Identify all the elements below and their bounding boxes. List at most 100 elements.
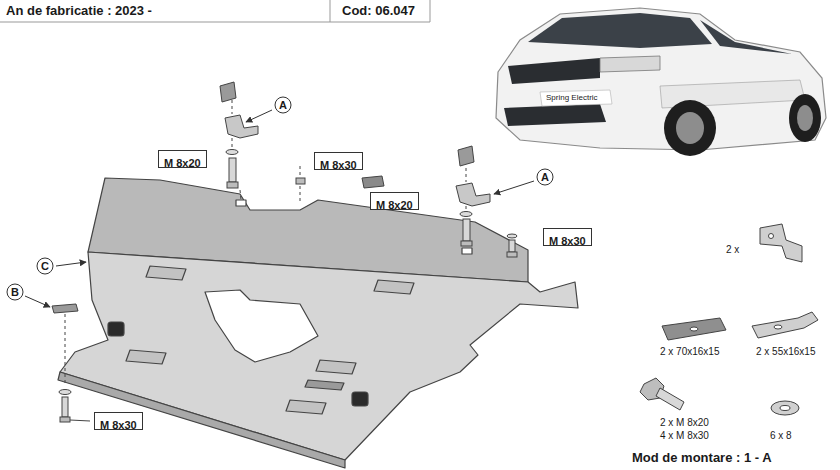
- bracket-assembly: [456, 146, 490, 246]
- plate-floor: [60, 252, 578, 460]
- assembly-line: [466, 206, 467, 211]
- plate-vent: [146, 266, 186, 280]
- bracket-part: [760, 224, 802, 262]
- assembly-line: [65, 314, 66, 386]
- assembly-line: [300, 166, 301, 176]
- part-label: 2 x: [726, 244, 739, 255]
- bolt-head: [461, 241, 472, 246]
- assembly-line: [300, 186, 301, 204]
- assembly-line: [232, 100, 233, 114]
- assembly-line: [240, 190, 241, 200]
- circle-shape: [7, 284, 23, 300]
- label-box: M 8x30: [94, 412, 143, 430]
- bolt-assembly: [507, 234, 517, 257]
- label-box: M 8x30: [543, 228, 592, 246]
- callout-letter: A: [541, 171, 549, 183]
- plate-front-lip: [58, 372, 345, 468]
- callout-letter: A: [279, 99, 287, 111]
- part-label: 2 x 55x16x15: [756, 346, 816, 357]
- bolt-head: [227, 182, 238, 188]
- car-rim: [797, 105, 813, 131]
- part-label: Spring Electric: [546, 93, 598, 102]
- part-label: Mod de montare : 1 - A: [632, 450, 772, 465]
- callout-letter: B: [11, 286, 19, 298]
- leader-arrow: [246, 110, 272, 122]
- washer: [507, 234, 517, 238]
- label-box: M 8x30: [314, 152, 363, 170]
- plate-vent: [286, 400, 326, 414]
- bolt-size: M 8x20: [164, 157, 201, 169]
- washer-part: [771, 401, 799, 415]
- car-side-window: [700, 20, 792, 54]
- callout-circle: B: [6, 283, 24, 301]
- callout-circle: A: [536, 168, 554, 186]
- plate-55-part: [752, 312, 818, 338]
- bracket-tab: [220, 82, 236, 102]
- leader-arrow: [25, 296, 50, 307]
- washer: [460, 212, 472, 217]
- bolt-size: M 8x30: [100, 419, 137, 431]
- car-wheel: [664, 100, 716, 156]
- bolt-head: [507, 252, 517, 257]
- bolt-shank: [62, 397, 68, 417]
- part-label: 6 x 8: [770, 430, 792, 441]
- car-badge-panel: [540, 90, 612, 106]
- bolt-shank: [229, 158, 236, 182]
- assembly-line: [466, 168, 467, 182]
- mount-hole: [236, 200, 246, 206]
- plate-vent: [316, 360, 356, 374]
- washer: [226, 150, 238, 155]
- plate-vent: [126, 350, 166, 364]
- bracket-assembly: [220, 82, 258, 200]
- bolt-head: [60, 417, 70, 422]
- header-divider: [430, 0, 431, 22]
- car-windshield: [528, 13, 712, 48]
- washer: [59, 390, 71, 395]
- part-label: 2 x M 8x20: [660, 417, 709, 428]
- car-headlight: [600, 56, 660, 72]
- mount-hole: [462, 248, 472, 254]
- car-body: [496, 8, 826, 150]
- spacer-plate: [52, 304, 78, 313]
- callout-circle: A: [274, 96, 292, 114]
- circle-shape: [37, 258, 53, 274]
- skid-plate: [58, 178, 578, 468]
- bolt-size: M 8x30: [549, 235, 586, 247]
- clip-nut: [362, 176, 384, 188]
- bolt-assembly: [52, 304, 90, 422]
- header-divider: [330, 0, 331, 22]
- parts-list: [640, 224, 818, 415]
- plate-vent: [374, 280, 414, 294]
- circle-shape: [537, 169, 553, 185]
- bolt-shank: [463, 219, 470, 241]
- part-label: Cod: 06.047: [342, 3, 415, 18]
- rubber-grommet: [352, 392, 368, 406]
- rubber-grommet: [108, 322, 124, 336]
- callout-letter: C: [41, 260, 49, 272]
- label-box: M 8x20: [158, 150, 207, 168]
- leader-arrow: [494, 181, 534, 194]
- plate-cutout: [205, 290, 318, 362]
- plate-hole: [690, 327, 698, 331]
- plate-hole: [774, 325, 782, 329]
- callout-leaders: [25, 110, 534, 307]
- plate-70-part: [662, 318, 726, 340]
- part-label: 2 x 70x16x15: [660, 346, 720, 357]
- header-rule: [0, 22, 430, 23]
- part-label: 4 x M 8x30: [660, 430, 709, 441]
- bracket-tab: [458, 146, 474, 166]
- label-box: M 8x20: [370, 192, 419, 210]
- bolt-size: M 8x30: [320, 159, 357, 171]
- car-bumper: [504, 104, 606, 126]
- washer-part-hole: [780, 406, 790, 411]
- bolt-shank: [509, 240, 515, 252]
- car-wheel: [789, 94, 821, 142]
- bolt-part-shank: [656, 388, 684, 410]
- car-grille: [508, 58, 600, 84]
- leader-line: [70, 420, 90, 421]
- car-rim: [676, 112, 704, 144]
- bolt-size: M 8x20: [376, 199, 413, 211]
- leader-arrow: [56, 262, 86, 266]
